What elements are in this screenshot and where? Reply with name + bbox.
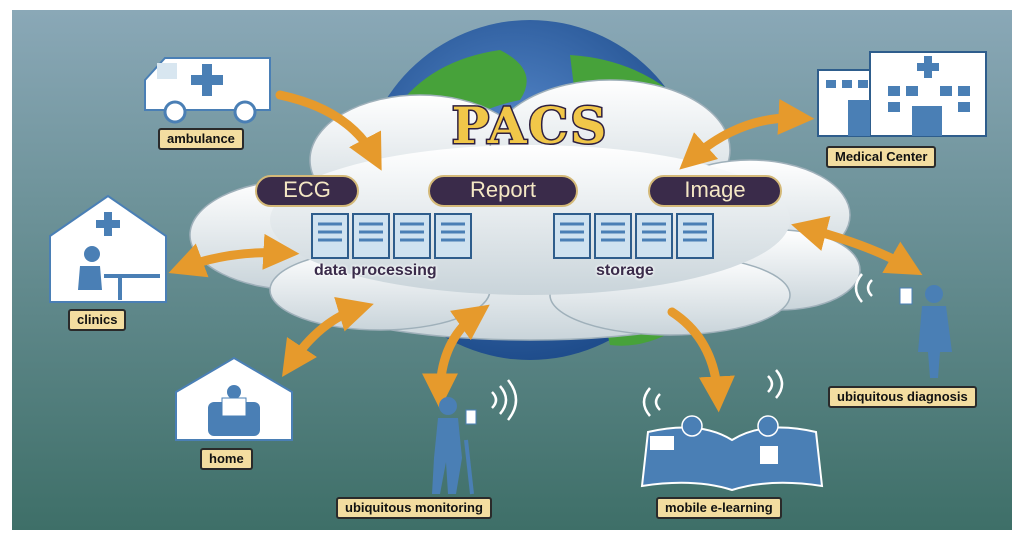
arrow-ambulance [275,90,382,171]
wireless-signal-icon [854,273,873,303]
clinics-label: clinics [68,309,127,331]
arrow-diagnosis [791,216,923,276]
image-module: Image [648,175,782,207]
arrow-medical-center [679,98,815,170]
arrow-monitoring [422,304,490,410]
data-processing-label: data processing [314,262,437,279]
arrow-clinics [168,233,300,278]
ecg-module: ECG [255,175,359,207]
ambulance-label: ambulance [158,128,244,150]
mobile-elearning-label: mobile e-learning [656,497,782,519]
home-icon [175,356,293,441]
data-processing-servers-icon [311,213,472,259]
ambulance-icon [144,57,271,124]
report-module: Report [428,175,578,207]
medical-center-label: Medical Center [826,146,937,168]
hospital-icon [817,51,987,137]
monitoring-person-icon [432,397,477,495]
storage-label: storage [596,262,654,279]
elearning-book-icon [640,415,824,492]
home-label: home [200,448,253,470]
diagnosis-doctor-icon [899,285,952,378]
wireless-signal-icon [491,379,518,421]
storage-servers-icon [553,213,714,259]
ubiquitous-diagnosis-label: ubiquitous diagnosis [828,386,977,408]
clinic-icon [49,194,167,303]
arrow-home [282,296,374,377]
pacs-title: PACS [450,95,609,157]
ubiquitous-monitoring-label: ubiquitous monitoring [336,497,492,519]
arrow-elearning [667,307,735,413]
wireless-signal-icon [642,369,784,417]
